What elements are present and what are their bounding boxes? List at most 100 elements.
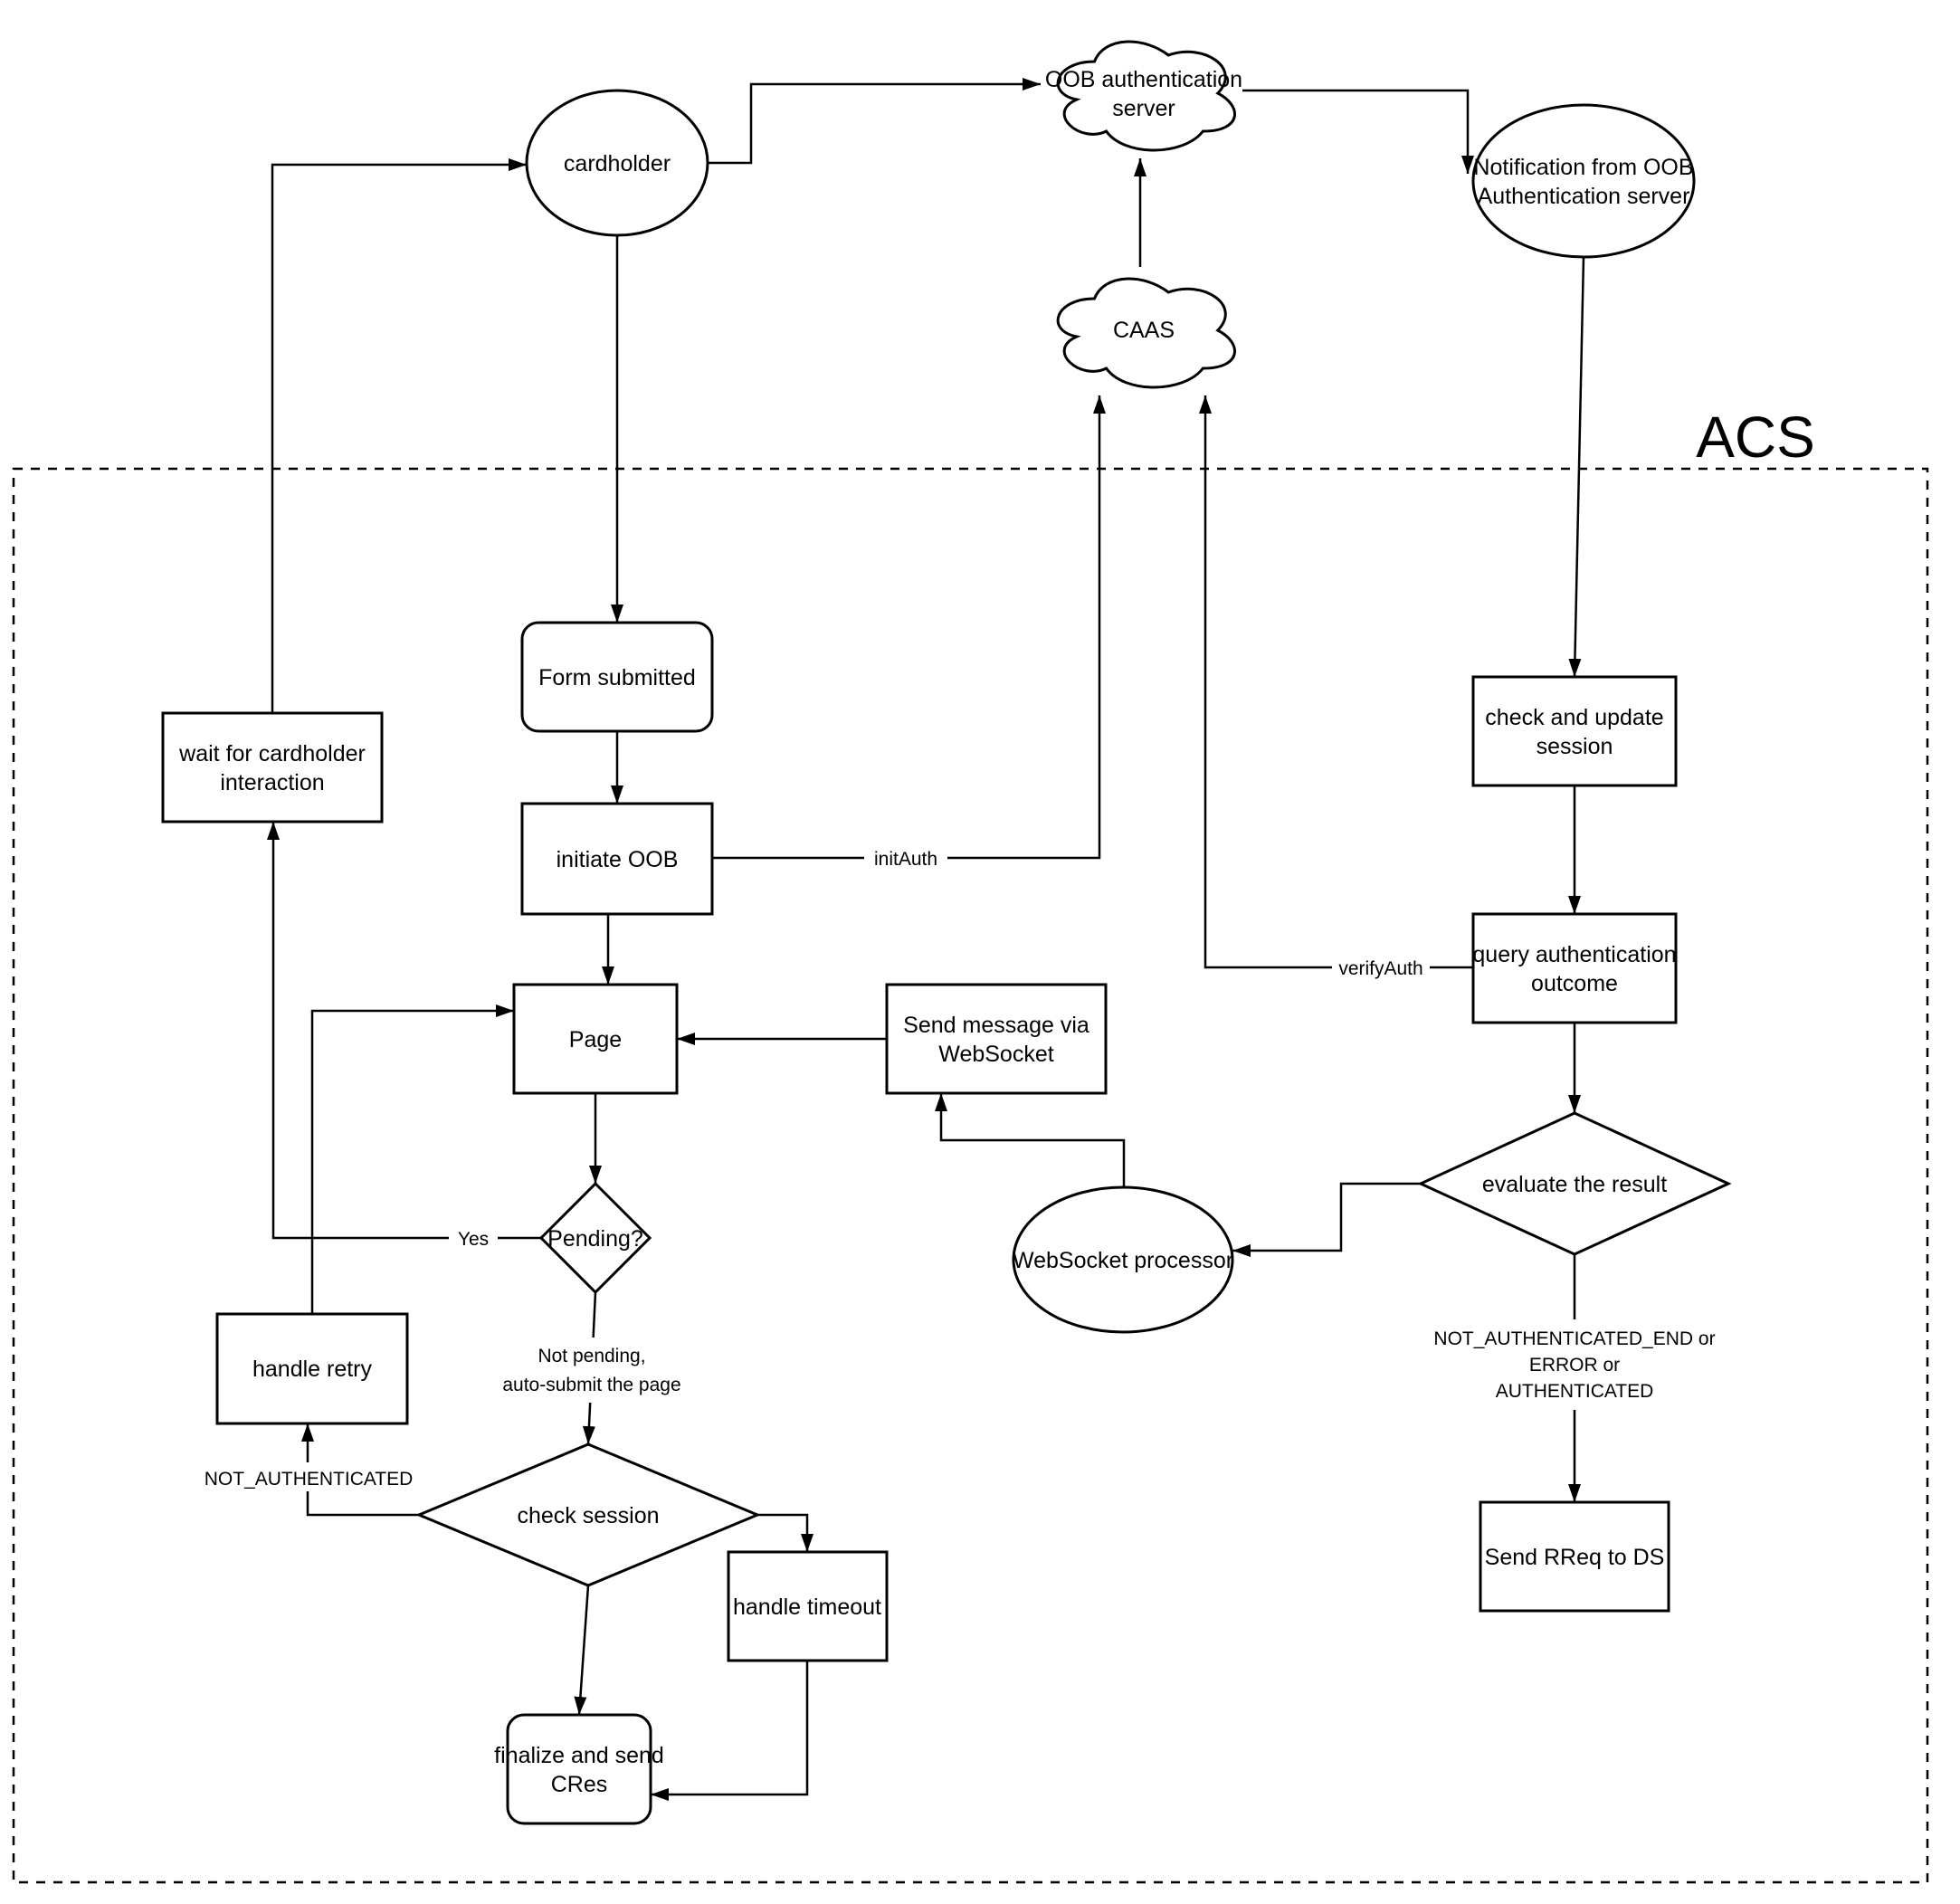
node-oob-server: OOB authentication server bbox=[1045, 40, 1242, 152]
edge-notification-to-check-update bbox=[1568, 256, 1585, 678]
not-pending-label-bg bbox=[478, 1338, 706, 1403]
node-page: Page bbox=[512, 983, 679, 1095]
handle-timeout-label: handle timeout bbox=[733, 1595, 881, 1620]
send-rreq-box bbox=[1479, 1500, 1670, 1613]
node-handle-timeout: handle timeout bbox=[727, 1550, 889, 1662]
acs-boundary bbox=[12, 467, 1929, 1884]
edge-check-session-to-finalize bbox=[574, 1585, 590, 1716]
cardholder-ellipse bbox=[525, 89, 709, 237]
wait-interaction-label-line2: interaction bbox=[220, 770, 324, 795]
edge-cardholder-to-oob-server bbox=[708, 78, 1041, 165]
finalize-label-line2: CRes bbox=[551, 1772, 608, 1797]
ws-processor-ellipse bbox=[1012, 1185, 1234, 1334]
eval-result-label-line1: NOT_AUTHENTICATED_END or bbox=[1433, 1328, 1715, 1349]
node-form-submitted: Form submitted bbox=[520, 621, 714, 733]
notification-label-line1: Notification from OOB bbox=[1473, 155, 1693, 180]
handle-timeout-box bbox=[727, 1550, 889, 1662]
check-update-label-line2: session bbox=[1537, 734, 1613, 759]
node-finalize: finalize and send CRes bbox=[494, 1713, 664, 1825]
notification-ellipse bbox=[1471, 103, 1696, 259]
oob-server-label-line2: server bbox=[1112, 96, 1175, 121]
form-submitted-box bbox=[520, 621, 714, 733]
node-pending: Pending? bbox=[538, 1181, 652, 1295]
send-ws-box bbox=[885, 983, 1108, 1095]
edge-query-auth-to-caas bbox=[1199, 395, 1473, 969]
evaluate-label: evaluate the result bbox=[1482, 1172, 1667, 1197]
initiate-oob-label: initiate OOB bbox=[557, 847, 679, 872]
node-caas: CAAS bbox=[1056, 277, 1236, 389]
node-ws-processor: WebSocket processor bbox=[1012, 1185, 1234, 1334]
send-rreq-label: Send RReq to DS bbox=[1485, 1545, 1665, 1570]
node-cardholder: cardholder bbox=[525, 89, 709, 237]
edge-check-session-to-handle-timeout bbox=[757, 1513, 813, 1552]
not-authenticated-label: NOT_AUTHENTICATED bbox=[205, 1469, 414, 1490]
handle-retry-label: handle retry bbox=[252, 1357, 373, 1382]
query-auth-box bbox=[1471, 912, 1678, 1024]
node-handle-retry: handle retry bbox=[215, 1312, 409, 1425]
send-ws-label-line2: WebSocket bbox=[938, 1042, 1053, 1067]
init-auth-label: initAuth bbox=[874, 849, 937, 870]
not-pending-label-line2: auto-submit the page bbox=[502, 1375, 680, 1395]
edge-check-session-to-handle-retry bbox=[301, 1423, 419, 1517]
init-auth-label-bg bbox=[864, 843, 947, 871]
finalize-box bbox=[506, 1713, 652, 1825]
edge-evaluate-to-ws-processor bbox=[1232, 1182, 1421, 1257]
yes-label-bg bbox=[449, 1223, 498, 1251]
yes-label: Yes bbox=[458, 1229, 489, 1250]
check-update-label-line1: check and update bbox=[1485, 705, 1663, 730]
page-label: Page bbox=[569, 1027, 622, 1052]
oob-server-label-line1: OOB authentication bbox=[1045, 67, 1242, 92]
check-session-label: check session bbox=[517, 1503, 659, 1528]
edge-label-init-auth: initAuth bbox=[864, 843, 947, 871]
node-evaluate: evaluate the result bbox=[1417, 1111, 1732, 1256]
edge-initiate-oob-to-caas bbox=[712, 395, 1106, 860]
notification-label-line2: Authentication server bbox=[1478, 184, 1690, 209]
node-check-update: check and update session bbox=[1471, 675, 1678, 787]
pending-diamond bbox=[538, 1181, 652, 1295]
handle-retry-box bbox=[215, 1312, 409, 1425]
finalize-label-line1: finalize and send bbox=[494, 1743, 664, 1768]
page-box bbox=[512, 983, 679, 1095]
node-check-session: check session bbox=[415, 1442, 761, 1587]
oob-server-cloud bbox=[1056, 40, 1236, 152]
edges bbox=[267, 78, 1585, 1801]
edge-oob-server-to-notification bbox=[1242, 89, 1474, 174]
not-authenticated-label-bg bbox=[206, 1462, 411, 1491]
node-query-auth: query authentication outcome bbox=[1471, 912, 1678, 1024]
eval-result-label-line2: ERROR or bbox=[1529, 1355, 1620, 1376]
edge-wait-to-cardholder bbox=[271, 158, 527, 713]
caas-label: CAAS bbox=[1113, 318, 1175, 343]
eval-result-label-bg bbox=[1416, 1319, 1733, 1410]
verify-auth-label-bg bbox=[1332, 953, 1430, 980]
edge-label-verify-auth: verifyAuth bbox=[1332, 953, 1430, 980]
acs-boundary-label: ACS bbox=[1696, 405, 1815, 470]
node-wait-interaction: wait for cardholder interaction bbox=[161, 711, 384, 823]
edge-pending-yes-to-wait bbox=[267, 822, 541, 1240]
verify-auth-label: verifyAuth bbox=[1338, 958, 1422, 979]
caas-cloud bbox=[1056, 277, 1236, 389]
edge-label-not-pending: Not pending, auto-submit the page bbox=[478, 1338, 706, 1403]
not-pending-label-line1: Not pending, bbox=[538, 1346, 645, 1366]
initiate-oob-box bbox=[520, 802, 714, 916]
edge-label-yes: Yes bbox=[449, 1223, 498, 1251]
edge-handle-timeout-to-finalize bbox=[651, 1661, 809, 1801]
check-session-diamond bbox=[415, 1442, 761, 1587]
evaluate-diamond bbox=[1417, 1111, 1732, 1256]
send-ws-label-line1: Send message via bbox=[903, 1013, 1089, 1038]
wait-interaction-box bbox=[161, 711, 384, 823]
ws-processor-label: WebSocket processor bbox=[1013, 1248, 1233, 1273]
query-auth-label-line1: query authentication bbox=[1472, 942, 1676, 967]
edge-label-eval-result: NOT_AUTHENTICATED_END or ERROR or AUTHEN… bbox=[1416, 1319, 1733, 1410]
eval-result-label-line3: AUTHENTICATED bbox=[1496, 1381, 1654, 1402]
pending-label: Pending? bbox=[547, 1226, 643, 1252]
node-send-rreq: Send RReq to DS bbox=[1479, 1500, 1670, 1613]
node-notification: Notification from OOB Authentication ser… bbox=[1471, 103, 1696, 259]
form-submitted-label: Form submitted bbox=[538, 665, 696, 690]
check-update-box bbox=[1471, 675, 1678, 787]
cardholder-label: cardholder bbox=[564, 151, 671, 176]
edge-label-not-authenticated: NOT_AUTHENTICATED bbox=[205, 1462, 414, 1491]
edge-handle-retry-to-page bbox=[310, 1004, 514, 1314]
node-initiate-oob: initiate OOB bbox=[520, 802, 714, 916]
